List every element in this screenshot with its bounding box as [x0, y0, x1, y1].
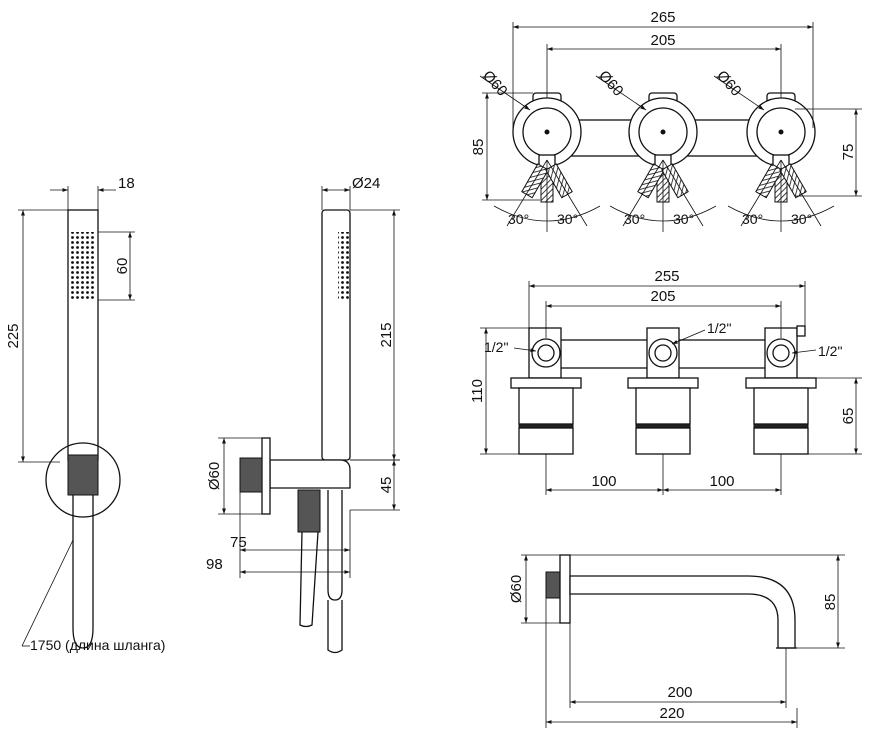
dim-spout-total-length: 220 [659, 705, 684, 722]
dim-handle-diameter-1: Ø60 [479, 67, 511, 99]
dim-sleeve-height: 65 [840, 408, 857, 425]
wall-flange [45, 442, 121, 518]
dim-height: 85 [470, 139, 487, 156]
handle-3 [746, 92, 816, 203]
dim-width: 18 [118, 175, 135, 192]
spout-flange [559, 554, 571, 624]
dim-spout-length: 200 [667, 684, 692, 701]
dim-depth-short: 75 [230, 534, 247, 551]
angle-3a: 30° [742, 211, 763, 227]
wall-connector-thread [239, 457, 263, 493]
handle-2 [628, 92, 698, 203]
angle-2a: 30° [624, 211, 645, 227]
dim-spray-length: 60 [114, 258, 131, 275]
valve-body-2 [627, 327, 699, 455]
hose [72, 495, 94, 649]
thread-label-3: 1/2" [818, 343, 842, 359]
dim-depth-long: 98 [206, 556, 223, 573]
dim-axis-spacing: 205 [650, 32, 675, 49]
angle-1a: 30° [508, 211, 529, 227]
spout-view: Ø60 85 200 220 [508, 554, 845, 728]
dim-body-height: 110 [469, 379, 486, 403]
mixer-body-view: 255 205 1/2" 1/2" 1/2" 110 65 100 100 [469, 268, 862, 495]
hose-right [327, 490, 343, 601]
spout-pipe [569, 575, 796, 649]
thread-label-2: 1/2" [707, 320, 731, 336]
angle-3b: 30° [791, 211, 812, 227]
valve-body-3 [745, 325, 817, 455]
thread-label-1: 1/2" [484, 339, 508, 355]
holder-bracket [269, 459, 351, 489]
dim-body-total-width: 255 [654, 268, 679, 285]
hose-left [299, 531, 319, 628]
spray-nozzles [70, 232, 96, 300]
dim-spacing-2: 100 [709, 473, 734, 490]
hose-connector-side [297, 489, 321, 533]
handle-1 [512, 92, 582, 203]
dim-spout-height: 85 [822, 594, 839, 611]
handshower-side-view: Ø24 215 45 Ø60 75 98 [206, 175, 400, 654]
dim-length: 215 [378, 322, 395, 347]
dim-total-width: 265 [650, 9, 675, 26]
valve-body-1 [510, 327, 582, 455]
dim-total-length: 225 [5, 323, 22, 348]
wall-flange-side [261, 437, 271, 515]
dim-body-axis-spacing: 205 [650, 288, 675, 305]
spray-nozzles-side [338, 232, 350, 300]
dim-handle-diameter-3: Ø60 [713, 67, 745, 99]
hose-connector [67, 454, 99, 496]
angle-2b: 30° [673, 211, 694, 227]
dim-body-height: 75 [840, 144, 857, 161]
dim-diameter: Ø24 [352, 175, 380, 192]
spout-connector [545, 571, 561, 599]
dim-handle-diameter-2: Ø60 [595, 67, 627, 99]
handshower-front-view: 18 60 225 1750 (длина шланга) [5, 175, 165, 653]
dim-spacing-1: 100 [591, 473, 616, 490]
hose-lower [327, 600, 343, 654]
dim-spout-flange: Ø60 [508, 575, 525, 603]
dim-holder-height: 45 [378, 477, 395, 494]
mixer-front-view: 265 205 Ø60 Ø60 Ø60 85 75 30° 30° [470, 9, 862, 232]
hose-length-note: 1750 (длина шланга) [30, 637, 165, 653]
angle-1b: 30° [557, 211, 578, 227]
dim-flange-diameter: Ø60 [206, 462, 223, 490]
